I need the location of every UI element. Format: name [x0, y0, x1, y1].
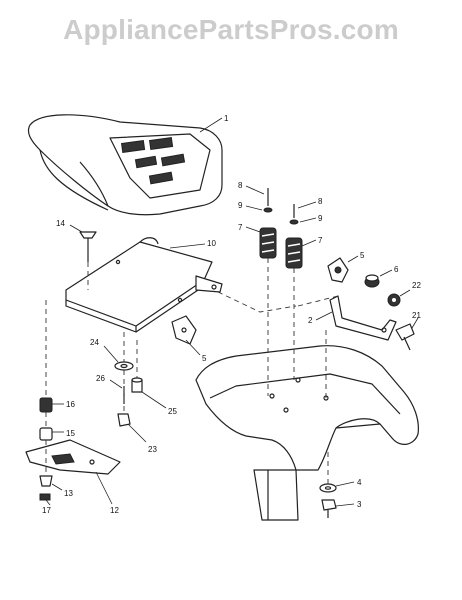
bushing-part-16[interactable]: [39, 397, 64, 413]
bolt-part-21[interactable]: [395, 317, 419, 351]
bolt-part-13[interactable]: [39, 475, 63, 491]
spring-part-7-right[interactable]: [285, 237, 317, 269]
seat[interactable]: [27, 114, 223, 216]
spring-part-7-left[interactable]: [245, 226, 277, 259]
bracket-part-2[interactable]: [315, 295, 397, 341]
callout-14: 14: [56, 219, 65, 228]
callout-21: 21: [412, 311, 421, 320]
screw-part-8-left[interactable]: [245, 185, 269, 206]
watermark-logo: AppliancePartsPros.com: [63, 14, 399, 45]
bolt-part-26[interactable]: [109, 379, 125, 404]
nut-part-22[interactable]: [387, 289, 411, 307]
washer-part-4[interactable]: [319, 481, 355, 493]
callout-23: 23: [148, 445, 157, 454]
callout-26: 26: [96, 374, 105, 383]
callout-3: 3: [357, 500, 362, 509]
nut-part-17[interactable]: [39, 493, 51, 506]
callout-16: 16: [66, 400, 75, 409]
callout-22: 22: [412, 281, 421, 290]
callout-5-left: 5: [202, 354, 207, 363]
callout-15: 15: [66, 429, 75, 438]
callout-7-right: 7: [318, 236, 323, 245]
mounting-plate-part-12[interactable]: [25, 439, 121, 505]
callout-10: 10: [207, 239, 216, 248]
callout-8-right: 8: [318, 197, 323, 206]
nut-part-23[interactable]: [117, 413, 147, 443]
washer-part-9-left[interactable]: [245, 205, 273, 213]
callout-9-right: 9: [318, 214, 323, 223]
washer-part-24[interactable]: [103, 345, 134, 371]
callout-5-right: 5: [360, 251, 365, 260]
callout-8-left: 8: [238, 181, 243, 190]
screw-part-8-right[interactable]: [293, 201, 317, 218]
seat-pan[interactable]: [65, 237, 223, 333]
callout-9-left: 9: [238, 201, 243, 210]
callout-25: 25: [168, 407, 177, 416]
knob-part-6[interactable]: [364, 269, 393, 288]
fender-frame: [195, 345, 419, 521]
spacer-part-25[interactable]: [131, 377, 167, 409]
washer-part-9-right[interactable]: [289, 217, 317, 225]
callout-6: 6: [394, 265, 399, 274]
callout-13: 13: [64, 489, 73, 498]
callout-24: 24: [90, 338, 99, 347]
spacer-part-15[interactable]: [39, 427, 64, 441]
bolt-part-14[interactable]: [69, 224, 97, 262]
callout-4: 4: [357, 478, 362, 487]
bracket-part-5-left[interactable]: [171, 315, 201, 356]
bolt-part-3[interactable]: [321, 499, 355, 518]
callout-1: 1: [224, 114, 229, 123]
callout-7-left: 7: [238, 223, 243, 232]
latch-part-5-right[interactable]: [327, 255, 359, 283]
callout-17: 17: [42, 506, 51, 515]
callout-2: 2: [308, 316, 313, 325]
callout-12: 12: [110, 506, 119, 515]
